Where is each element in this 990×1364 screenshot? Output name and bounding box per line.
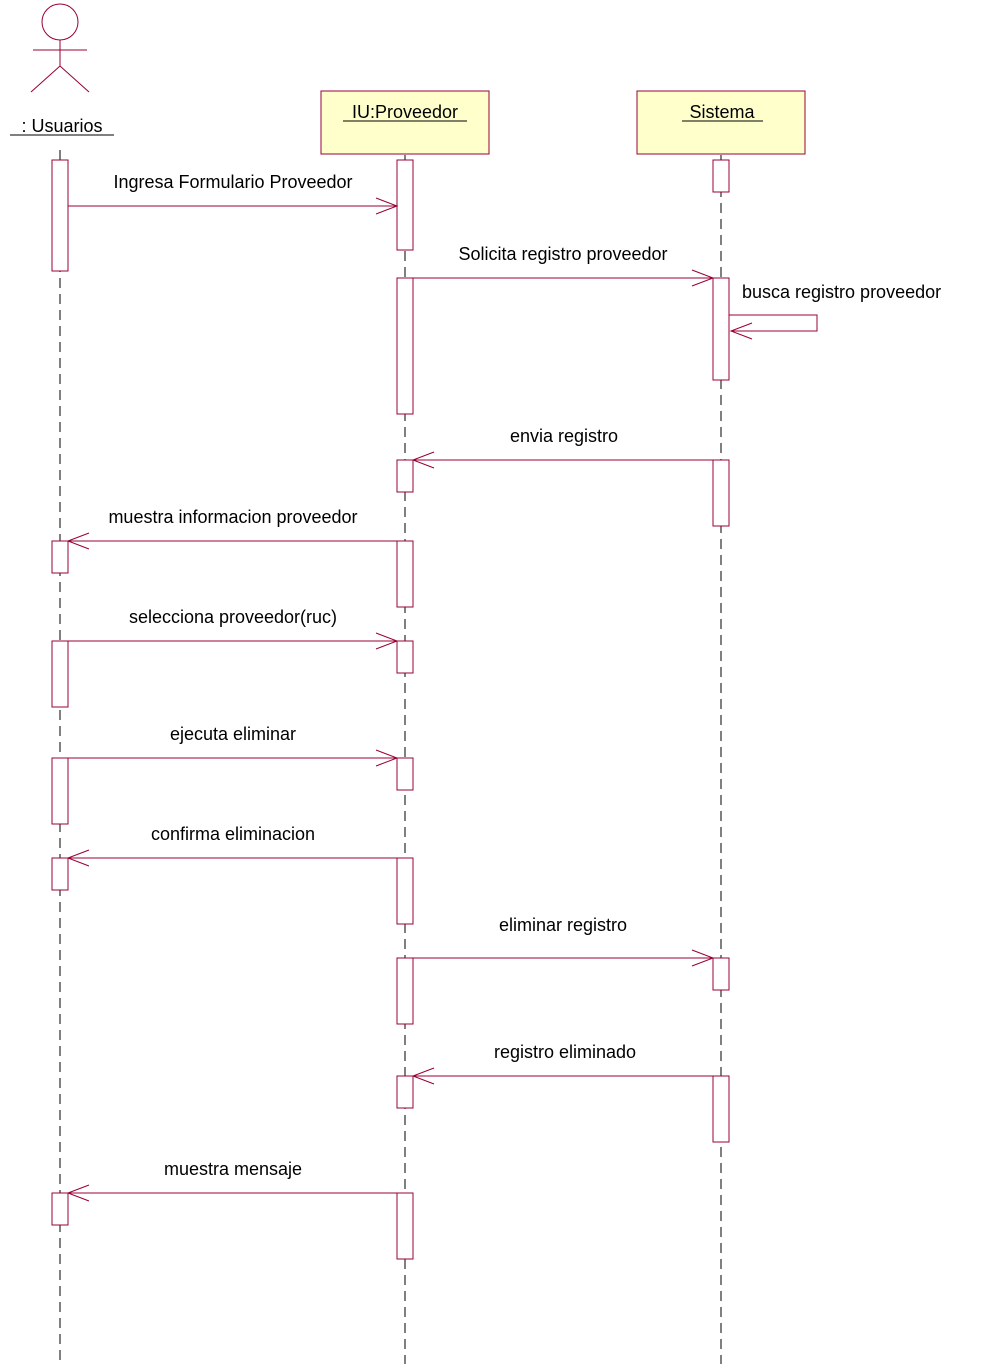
activation-bar <box>51 1192 69 1226</box>
activation-bar <box>396 1192 414 1260</box>
message-label: busca registro proveedor <box>742 282 941 302</box>
arrowhead-icon <box>411 1067 435 1085</box>
arrowhead-icon <box>66 532 90 550</box>
message-eliminar-registro: eliminar registro <box>413 915 715 967</box>
message-label: envia registro <box>510 426 618 446</box>
object-label-iu-proveedor: IU:Proveedor <box>352 102 458 122</box>
message-confirma-eliminacion: confirma eliminacion <box>66 824 397 867</box>
message-label: registro eliminado <box>494 1042 636 1062</box>
message-label: eliminar registro <box>499 915 627 935</box>
activation-bar <box>396 1075 414 1109</box>
message-busca-registro: busca registro proveedor <box>729 282 941 340</box>
message-label: Ingresa Formulario Proveedor <box>113 172 352 192</box>
arrowhead-icon <box>729 322 753 340</box>
activation-bar <box>712 277 730 381</box>
arrowhead-icon <box>66 849 90 867</box>
activation-bar <box>396 640 414 674</box>
actor-head-icon <box>41 3 79 41</box>
activation-bar <box>712 957 730 991</box>
activation-bar <box>51 640 69 708</box>
activation-bar <box>51 857 69 891</box>
message-label: selecciona proveedor(ruc) <box>129 607 337 627</box>
activation-bar <box>51 540 69 574</box>
arrowhead-icon <box>375 632 399 650</box>
activation-bar <box>396 540 414 608</box>
activation-bar <box>396 857 414 925</box>
message-ejecuta-eliminar: ejecuta eliminar <box>68 724 399 767</box>
message-ingresa-formulario: Ingresa Formulario Proveedor <box>68 172 399 215</box>
arrowhead-icon <box>411 451 435 469</box>
arrowhead-icon <box>691 949 715 967</box>
object-box-iu-proveedor <box>320 90 490 155</box>
arrowhead-icon <box>66 1184 90 1202</box>
actor-usuarios <box>30 3 90 93</box>
message-muestra-mensaje: muestra mensaje <box>66 1159 397 1202</box>
activation-bar <box>396 159 414 251</box>
activation-bar <box>51 159 69 272</box>
message-label: Solicita registro proveedor <box>458 244 667 264</box>
message-envia-registro: envia registro <box>411 426 713 469</box>
message-label: muestra informacion proveedor <box>108 507 357 527</box>
message-muestra-informacion: muestra informacion proveedor <box>66 507 397 550</box>
message-registro-eliminado: registro eliminado <box>411 1042 713 1085</box>
message-selecciona-proveedor: selecciona proveedor(ruc) <box>68 607 399 650</box>
message-label: ejecuta eliminar <box>170 724 296 744</box>
activation-bar <box>396 957 414 1025</box>
arrowhead-icon <box>691 269 715 287</box>
arrowhead-icon <box>375 749 399 767</box>
message-label: confirma eliminacion <box>151 824 315 844</box>
activation-bar <box>712 1075 730 1143</box>
activation-bar <box>396 277 414 415</box>
activation-bar <box>51 757 69 825</box>
object-label-sistema: Sistema <box>689 102 755 122</box>
message-solicita-registro: Solicita registro proveedor <box>413 244 715 287</box>
arrowhead-icon <box>375 197 399 215</box>
activation-bar <box>396 757 414 791</box>
activation-bar <box>712 459 730 527</box>
activation-bar <box>396 459 414 493</box>
object-box-sistema <box>636 90 806 155</box>
message-label: muestra mensaje <box>164 1159 302 1179</box>
activation-bar <box>712 159 730 193</box>
actor-label: : Usuarios <box>21 116 102 136</box>
